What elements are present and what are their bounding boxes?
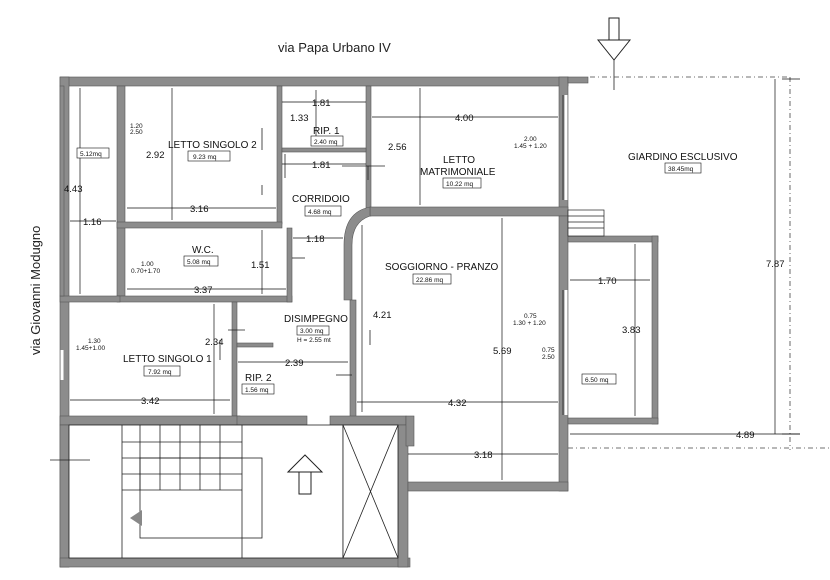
dim-2-39: 2.39 (285, 358, 304, 369)
window-ls1-height: 1.45+1.00 (76, 345, 105, 352)
walls (59, 76, 659, 568)
dim-3-42: 3.42 (141, 396, 160, 407)
room-disimpegno-label: DISIMPEGNO (284, 314, 348, 325)
entrance-arrow-bottom-icon (286, 454, 324, 495)
room-soggiorno-label: SOGGIORNO - PRANZO (385, 262, 499, 273)
balcony-east-area: 6.50 mq (585, 377, 609, 384)
dim-1-51: 1.51 (251, 260, 270, 271)
room-rip1-label: RIP. 1 (313, 126, 340, 137)
dim-1-33: 1.33 (290, 113, 309, 124)
window-wc-width: 1.00 (141, 261, 154, 268)
garden-boundary (568, 76, 830, 450)
dim-1-70: 1.70 (598, 276, 617, 287)
window-ls2-width: 1.20 (130, 123, 143, 130)
window-soggiorno-1-width: 0.75 (524, 313, 537, 320)
street-north-label: via Papa Urbano IV (278, 40, 391, 55)
street-west-label: via Giovanni Modugno (28, 226, 43, 355)
window-ls2-height: 2.50 (130, 129, 143, 136)
room-giardino-label: GIARDINO ESCLUSIVO (628, 152, 738, 163)
area-box (581, 373, 617, 385)
window-ls1-width: 1.30 (88, 338, 101, 345)
area-box (241, 383, 275, 395)
area-box (304, 205, 342, 217)
dim-5-69: 5.69 (493, 346, 512, 357)
area-box (76, 147, 110, 159)
dim-7-87: 7.87 (766, 259, 785, 270)
room-letto-singolo-1-area: 7.92 mq (148, 369, 172, 376)
room-letto-matrimoniale-label-1: LETTO (443, 155, 475, 166)
room-letto-matrimoniale-label-2: MATRIMONIALE (420, 167, 496, 178)
dim-4-32: 4.32 (448, 398, 467, 409)
dim-3-37: 3.37 (194, 285, 213, 296)
balcony-west-area: 5.12mq (80, 151, 102, 158)
room-giardino-area: 38.45mq (668, 166, 694, 173)
window-soggiorno-2-width: 0.75 (542, 347, 555, 354)
room-wc-area: 5.08 mq (187, 259, 211, 266)
entrance-arrow-top-icon (596, 17, 632, 90)
area-box (187, 150, 231, 162)
room-soggiorno-area: 22.86 mq (416, 277, 443, 284)
window-soggiorno-1-height: 1.30 + 1.20 (513, 320, 546, 327)
dim-3-16: 3.16 (190, 204, 209, 215)
dim-4-43: 4.43 (64, 184, 83, 195)
windows (50, 95, 568, 461)
room-letto-singolo-1-label: LETTO SINGOLO 1 (123, 354, 212, 365)
area-box (183, 255, 219, 267)
area-box (296, 325, 330, 336)
dim-1-16: 1.16 (83, 217, 102, 228)
dim-1-18: 1.18 (306, 234, 325, 245)
room-corridoio-area: 4.68 mq (308, 209, 332, 216)
dimension-lines (70, 78, 800, 480)
room-letto-singolo-2-area: 9.23 mq (193, 154, 217, 161)
dim-4-00: 4.00 (455, 113, 474, 124)
dim-3-83: 3.83 (622, 325, 641, 336)
window-soggiorno-2-height: 2.50 (542, 354, 555, 361)
area-box (664, 162, 702, 174)
dim-4-89: 4.89 (736, 430, 755, 441)
room-letto-matrimoniale-area: 10.22 mq (446, 181, 473, 188)
area-box (143, 365, 181, 377)
dim-1-81-mid: 1.81 (312, 160, 331, 171)
room-rip1-area: 2.40 mq (314, 139, 338, 146)
dim-2-92: 2.92 (146, 150, 165, 161)
dim-4-21: 4.21 (373, 310, 392, 321)
window-wc-height: 0.70+1.70 (131, 268, 160, 275)
room-wc-label: W.C. (192, 245, 214, 256)
room-letto-singolo-2-label: LETTO SINGOLO 2 (168, 140, 257, 151)
room-rip2-area: 1.56 mq (245, 387, 269, 394)
area-box (442, 177, 482, 189)
room-corridoio-label: CORRIDOIO (292, 194, 350, 205)
window-matrimoniale-height: 1.45 + 1.20 (514, 143, 547, 150)
window-matrimoniale-width: 2.00 (524, 136, 537, 143)
room-rip2-label: RIP. 2 (245, 373, 272, 384)
area-box (310, 135, 344, 147)
stairwell (68, 424, 399, 559)
room-disimpegno-area: 3.00 mq (300, 328, 324, 335)
exterior-steps (567, 209, 605, 237)
doors (219, 128, 385, 376)
dim-2-34: 2.34 (205, 337, 224, 348)
dim-1-81-top: 1.81 (312, 98, 331, 109)
room-disimpegno-height: H = 2.55 mt (297, 337, 331, 344)
area-box (412, 273, 452, 285)
dim-3-18: 3.18 (474, 450, 493, 461)
dim-2-56: 2.56 (388, 142, 407, 153)
